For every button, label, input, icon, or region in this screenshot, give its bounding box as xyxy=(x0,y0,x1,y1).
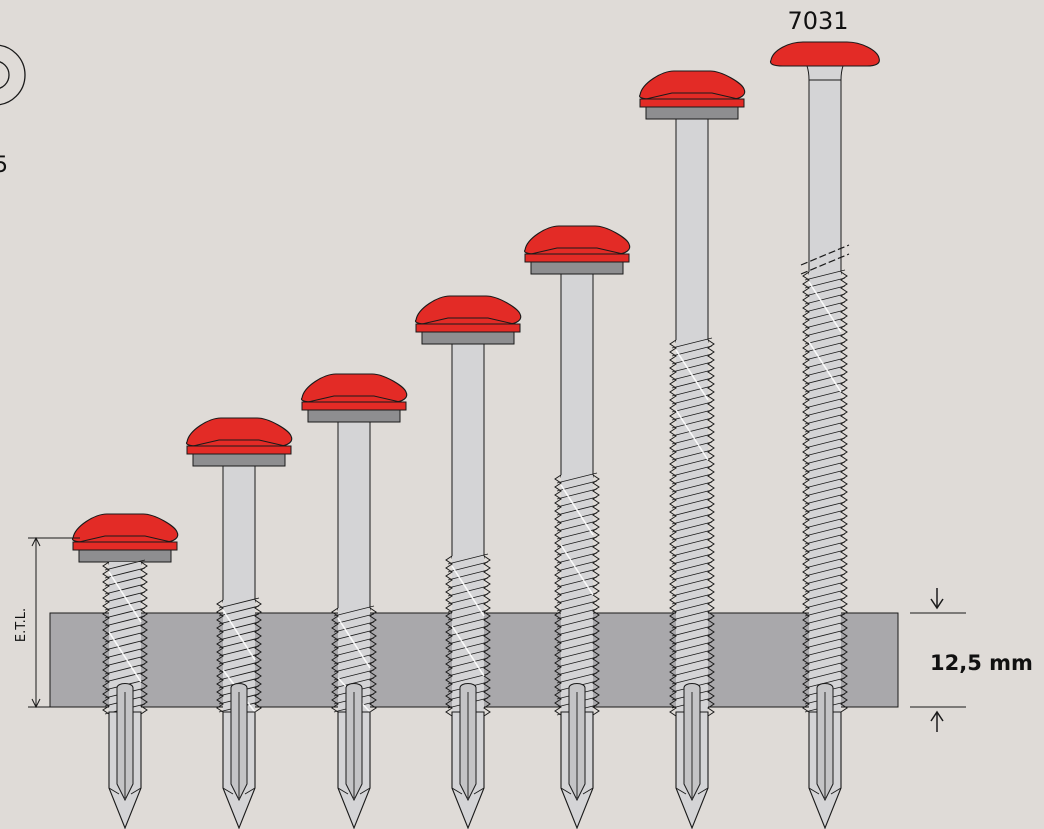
screw-shank xyxy=(222,465,256,603)
etl-dimension xyxy=(28,536,80,709)
etl-label: E.T.L. xyxy=(14,608,29,642)
red-washer xyxy=(72,541,178,551)
screw-shank xyxy=(675,118,709,343)
screw xyxy=(300,373,408,611)
sealing-washer xyxy=(192,453,286,467)
drill-point xyxy=(675,683,709,829)
screw-shank xyxy=(451,343,485,559)
product-code-label: 7031 xyxy=(787,7,848,35)
break-mark xyxy=(800,253,850,275)
drill-point xyxy=(451,683,485,829)
red-washer xyxy=(186,445,292,455)
screw xyxy=(71,513,179,565)
break-mark xyxy=(800,244,850,266)
drill-point xyxy=(222,683,256,829)
screw-thread xyxy=(445,553,491,717)
screw-neck xyxy=(806,65,844,81)
screw-shank xyxy=(337,421,371,611)
screw-thread xyxy=(669,337,715,717)
screw-shank xyxy=(560,273,594,478)
drill-point xyxy=(108,683,142,829)
screw xyxy=(769,41,880,275)
red-washer xyxy=(524,253,630,263)
thickness-dimension xyxy=(910,588,966,732)
sealing-washer xyxy=(78,549,172,563)
screws-threads-group xyxy=(102,269,848,829)
drill-point xyxy=(560,683,594,829)
sealing-washer xyxy=(645,106,739,120)
red-washer xyxy=(301,401,407,411)
sealing-washer xyxy=(530,261,624,275)
drill-point xyxy=(808,683,842,829)
screws-group xyxy=(71,41,880,611)
screw-cap xyxy=(769,41,880,67)
corner-text: 5 xyxy=(0,153,8,178)
screw-thread xyxy=(802,269,848,713)
thickness-label: 12,5 mm xyxy=(930,651,1033,675)
circle-symbol-icon xyxy=(0,44,26,106)
sealing-washer xyxy=(307,409,401,423)
screw xyxy=(523,225,631,478)
screw xyxy=(414,295,522,559)
red-washer xyxy=(639,98,745,108)
screw-shank xyxy=(808,79,842,275)
sealing-washer xyxy=(421,331,515,345)
drill-point xyxy=(337,683,371,829)
screw xyxy=(638,70,746,343)
screw-thread xyxy=(554,472,600,716)
screw-thread xyxy=(216,597,262,713)
screw xyxy=(185,417,293,603)
red-washer xyxy=(415,323,521,333)
